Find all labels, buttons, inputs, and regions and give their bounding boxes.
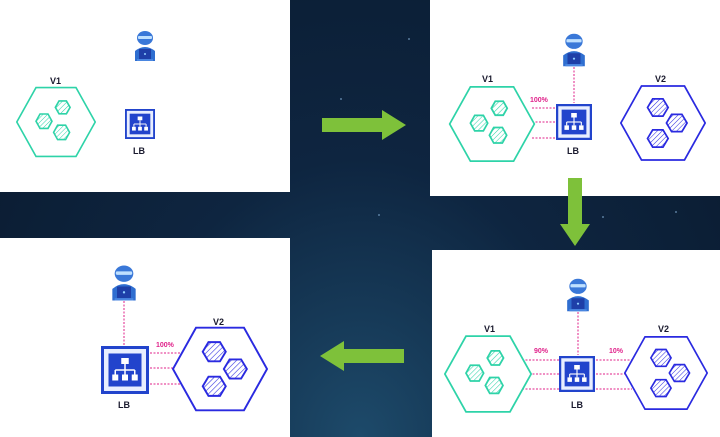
load-balancer-icon — [559, 356, 595, 392]
stage-1-diagram — [16, 31, 155, 158]
v1-label: V1 — [484, 324, 496, 334]
user-icon — [112, 265, 136, 301]
user-icon — [567, 278, 589, 312]
star-dot — [408, 38, 410, 40]
stage-3-diagram — [444, 278, 708, 413]
panel-stage-1: V1 LB — [0, 0, 290, 192]
v2-traffic-percent: 100% — [156, 342, 174, 349]
v1-traffic-percent: 90% — [534, 348, 549, 355]
stage-2-diagram — [448, 33, 706, 162]
right-arrow-icon — [322, 110, 406, 140]
star-dot — [675, 211, 677, 213]
v1-cluster-icon — [16, 86, 96, 158]
stage-4-diagram — [101, 265, 268, 412]
lb-label: LB — [118, 400, 130, 410]
v1-cluster-icon — [448, 86, 536, 162]
v2-label: V2 — [655, 74, 667, 84]
down-arrow-icon — [560, 178, 590, 246]
load-balancer-icon — [125, 109, 155, 139]
v2-cluster-icon — [172, 326, 268, 412]
load-balancer-icon — [101, 346, 149, 394]
load-balancer-icon — [556, 104, 592, 140]
user-icon — [135, 31, 155, 61]
v2-traffic-percent: 10% — [609, 348, 624, 355]
v1-label: V1 — [50, 76, 62, 86]
v2-cluster-icon — [624, 335, 708, 411]
star-dot — [340, 98, 342, 100]
panel-stage-4: V2 LB 100% — [0, 238, 290, 437]
v2-label: V2 — [213, 317, 225, 327]
v1-label: V1 — [482, 74, 494, 84]
star-dot — [602, 216, 604, 218]
user-icon — [563, 33, 585, 67]
v1-cluster-icon — [444, 335, 532, 413]
left-arrow-icon — [320, 341, 404, 371]
lb-label: LB — [567, 146, 579, 156]
panel-stage-3: V1 V2 LB 90% 10% — [432, 250, 720, 437]
v1-traffic-percent: 100% — [530, 97, 548, 104]
v2-label: V2 — [658, 324, 670, 334]
lb-label: LB — [133, 146, 145, 156]
star-dot — [378, 214, 380, 216]
lb-label: LB — [571, 400, 583, 410]
v2-cluster-icon — [620, 85, 706, 161]
panel-stage-2: V1 V2 LB 100% — [430, 0, 720, 196]
